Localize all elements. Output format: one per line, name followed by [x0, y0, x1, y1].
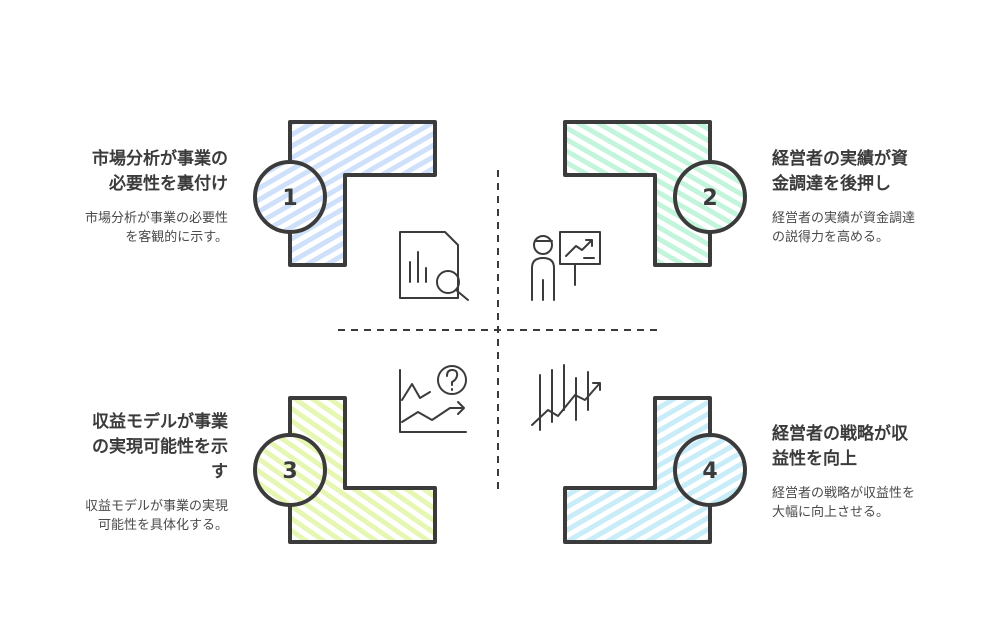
quadrant-4-shape: [563, 396, 712, 544]
text-line: 経営者の戦略が収益性を: [772, 486, 916, 501]
quadrant-3-shape: [288, 396, 437, 544]
document-chart-magnifier-icon: [399, 231, 469, 301]
growth-trend-icon: [531, 364, 601, 431]
text-line: の実現可能性を示: [92, 437, 228, 457]
number-2: 2: [702, 186, 717, 211]
text-line: 経営者の実績が資: [772, 149, 908, 169]
quadrant-4-text: 経営者の戦略が収益性を向上 経営者の戦略が収益性を大幅に向上させる。: [772, 422, 962, 522]
quadrant-1-description: 市場分析が事業の必要性を客観的に示す。: [38, 209, 228, 247]
number-circle-2: [673, 160, 747, 234]
quadrant-2-text: 経営者の実績が資金調達を後押し 経営者の実績が資金調達の説得力を高める。: [772, 147, 962, 247]
quadrant-3-title: 収益モデルが事業の実現可能性を示す: [38, 410, 228, 485]
number-3: 3: [282, 459, 297, 484]
number-1: 1: [282, 186, 297, 211]
text-line: す: [211, 462, 228, 482]
quadrant-4-description: 経営者の戦略が収益性を大幅に向上させる。: [772, 484, 962, 522]
text-line: 経営者の実績が資金調達: [772, 211, 916, 226]
number-circle-4: [673, 433, 747, 507]
quadrant-2-shape: [563, 120, 712, 267]
quadrant-1-shape: [288, 120, 437, 267]
text-line: 益性を向上: [772, 449, 857, 469]
text-line: 可能性を具体化する。: [97, 518, 228, 533]
text-line: 収益モデルが事業: [92, 412, 228, 432]
text-line: を客観的に示す。: [125, 230, 228, 245]
quadrant-2-title: 経営者の実績が資金調達を後押し: [772, 147, 962, 197]
chart-question-icon: [399, 365, 467, 433]
number-circle-3: [253, 433, 327, 507]
text-line: 市場分析が事業の必要性: [84, 211, 228, 226]
presenter-chart-icon: [531, 231, 601, 301]
text-line: 大幅に向上させる。: [772, 505, 890, 520]
text-line: の説得力を高める。: [772, 230, 890, 245]
quadrant-1-title: 市場分析が事業の必要性を裏付け: [38, 147, 228, 197]
number-4: 4: [702, 459, 717, 484]
text-line: 経営者の戦略が収: [772, 424, 908, 444]
text-line: 必要性を裏付け: [109, 174, 228, 194]
quadrant-3-description: 収益モデルが事業の実現可能性を具体化する。: [38, 497, 228, 535]
text-line: 収益モデルが事業の実現: [84, 499, 228, 514]
number-circle-1: [253, 160, 327, 234]
quadrant-4-title: 経営者の戦略が収益性を向上: [772, 422, 962, 472]
text-line: 金調達を後押し: [772, 174, 891, 194]
text-line: 市場分析が事業の: [92, 149, 228, 169]
quadrant-1-text: 市場分析が事業の必要性を裏付け 市場分析が事業の必要性を客観的に示す。: [38, 147, 228, 247]
quadrant-3-text: 収益モデルが事業の実現可能性を示す 収益モデルが事業の実現可能性を具体化する。: [38, 410, 228, 535]
quadrant-2-description: 経営者の実績が資金調達の説得力を高める。: [772, 209, 962, 247]
